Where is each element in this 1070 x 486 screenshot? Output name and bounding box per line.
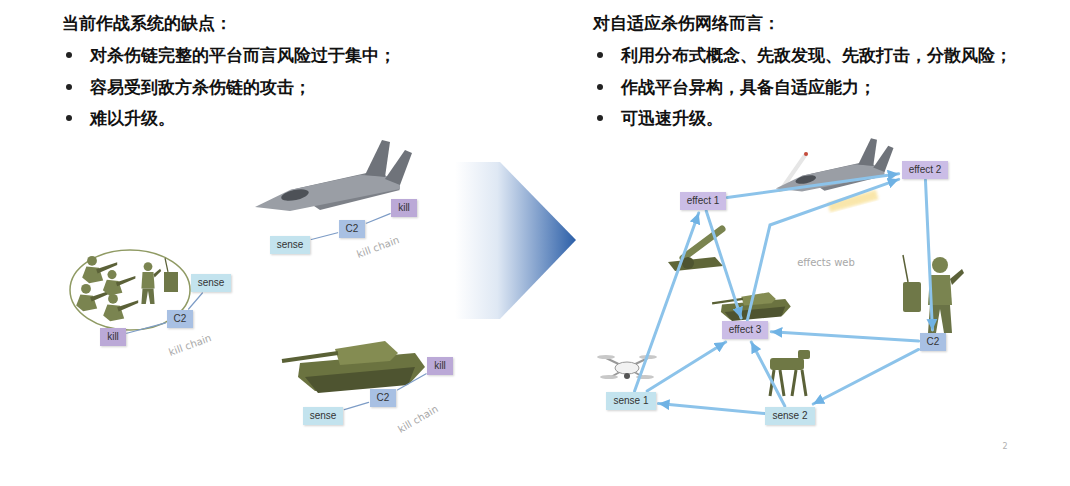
connectors	[127, 174, 933, 414]
box-label: sense 1	[613, 395, 648, 407]
chain-line	[366, 214, 390, 224]
bullet-text: 利用分布式概念、先敌发现、先敌打击，分散风险；	[621, 44, 1012, 66]
robot-dog	[780, 370, 784, 396]
effect-box: effect 1	[680, 192, 727, 210]
radio-soldier	[903, 282, 921, 312]
chain-line	[344, 402, 368, 409]
box-label: kill	[107, 331, 119, 343]
chain-line	[127, 323, 166, 333]
drone	[600, 375, 618, 379]
bullet-text: 作战平台异构，具备自适应能力；	[621, 76, 876, 98]
page-number: 2	[1002, 442, 1007, 452]
drone	[624, 373, 630, 379]
sense-box: sense	[191, 274, 232, 292]
chain-label: kill chain	[396, 402, 441, 435]
effect-arrow	[659, 404, 765, 414]
sense-box: sense	[270, 236, 311, 254]
drone	[615, 362, 639, 374]
section-heading: 对自适应杀伤网络而言：	[593, 12, 780, 34]
c2-box: C2	[920, 333, 947, 351]
box-label: C2	[174, 313, 187, 325]
robot-dog	[802, 370, 806, 396]
chain-line	[189, 293, 203, 309]
box-label: kill	[398, 202, 410, 214]
c2-box: C2	[339, 220, 366, 238]
robot-dog	[798, 350, 810, 359]
sense-box: sense 2	[765, 407, 814, 425]
soldier-group	[165, 258, 168, 272]
box-label: sense	[310, 410, 337, 422]
sense-box: sense 1	[606, 392, 655, 410]
effect-box: effect 2	[902, 161, 949, 179]
effect-arrow	[771, 332, 918, 341]
box-label: kill	[434, 360, 446, 372]
soldier-group	[103, 294, 138, 321]
effect-arrow	[925, 180, 932, 330]
chain-line	[311, 233, 337, 240]
c2-box: C2	[167, 310, 194, 328]
box-label: C2	[346, 223, 359, 235]
effect-arrow	[647, 342, 726, 391]
artillery	[682, 257, 694, 269]
drone	[597, 355, 615, 359]
box-label: sense 2	[772, 410, 807, 422]
box-label: effect 3	[729, 324, 762, 336]
soldier-group	[103, 270, 135, 295]
box-label: C2	[377, 392, 390, 404]
soldier-group	[164, 272, 178, 292]
c2-box: C2	[370, 389, 397, 407]
bullet-text: 容易受到敌方杀伤链的攻击；	[90, 76, 311, 98]
jet-left	[255, 140, 412, 211]
box-label: C2	[927, 336, 940, 348]
tank-left	[282, 341, 425, 393]
drone	[597, 355, 657, 379]
chain-line	[397, 374, 426, 390]
bullet-text: 可迅速升级。	[621, 107, 723, 129]
chain-label: kill chain	[167, 331, 213, 358]
sense-box: sense	[303, 407, 344, 425]
bullet-text: 对杀伤链完整的平台而言风险过于集中；	[90, 44, 396, 66]
section-heading: 当前作战系统的缺点：	[62, 12, 232, 34]
kill-box: kill	[391, 199, 417, 217]
box-label: effect 2	[909, 164, 942, 176]
box-label: sense	[277, 239, 304, 251]
web-label: effects web	[797, 256, 855, 269]
radio-soldier	[903, 255, 908, 282]
soldier-group	[141, 262, 161, 304]
effect-arrow	[727, 174, 898, 198]
effect-arrow	[813, 349, 918, 404]
box-label: sense	[198, 277, 225, 289]
kill-box: kill	[427, 357, 453, 375]
kill-box: kill	[100, 328, 126, 346]
bullet-text: 难以升级。	[90, 107, 175, 129]
box-label: effect 1	[687, 195, 720, 207]
effect-arrow	[747, 179, 898, 320]
effect-box: effect 3	[722, 321, 769, 339]
robot-dog	[792, 370, 796, 396]
robot-dog	[770, 358, 804, 370]
transition-arrow	[455, 162, 576, 319]
artillery	[668, 257, 723, 271]
missile	[804, 152, 808, 156]
effect-arrow	[706, 211, 741, 318]
effect-arrow	[751, 342, 784, 406]
